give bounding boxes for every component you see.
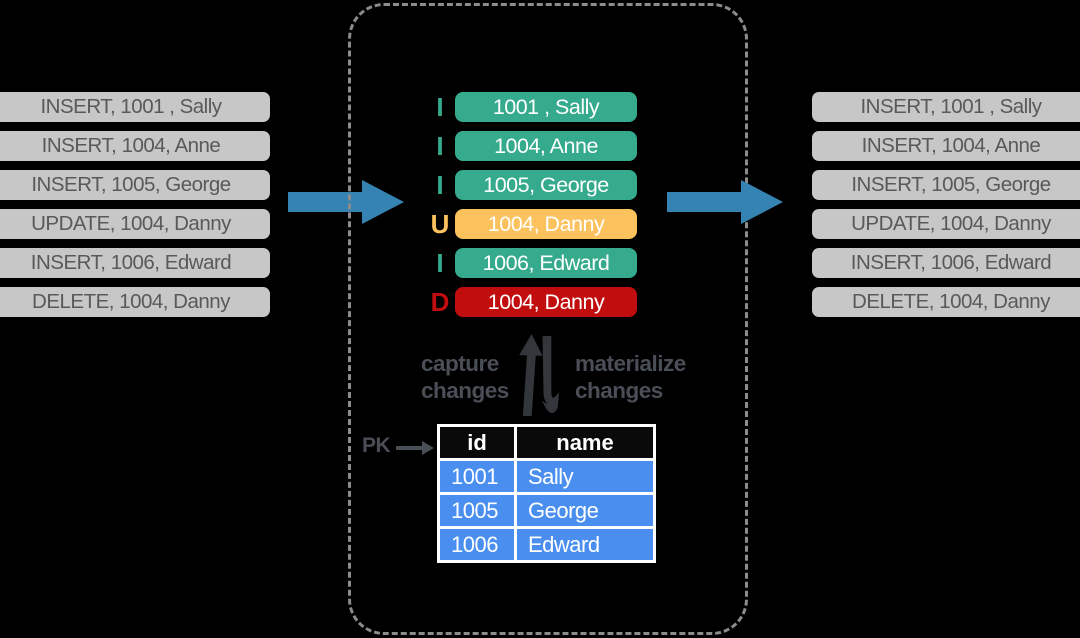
log-entry: INSERT, 1006, Edward [0,248,270,278]
sink-change-log: INSERT, 1001 , Sally INSERT, 1004, Anne … [812,92,1080,317]
change-event: D 1004, Danny [427,287,637,317]
log-entry: INSERT, 1005, George [0,170,270,200]
name-cell: Edward [517,529,653,560]
primary-key-label: PK [362,434,391,457]
log-entry: DELETE, 1004, Danny [0,287,270,317]
id-cell: 1005 [440,495,514,526]
update-op-letter: U [430,209,450,239]
change-stream-boundary [348,3,748,635]
log-entry: DELETE, 1004, Danny [812,287,1080,317]
log-entry: INSERT, 1001 , Sally [0,92,270,122]
change-event: I 1005, George [427,170,637,200]
insert-op-letter: I [436,248,444,278]
event-value: 1004, Danny [455,287,637,317]
id-column-header: id [440,427,514,458]
insert-op-letter: I [436,92,444,122]
table-row: 1005 George [440,495,653,526]
sync-arrows-icon [519,333,560,417]
pk-pointer-arrow-icon [396,441,434,455]
log-entry: INSERT, 1001 , Sally [812,92,1080,122]
name-column-header: name [517,427,653,458]
id-cell: 1001 [440,461,514,492]
event-value: 1001 , Sally [455,92,637,122]
event-value: 1004, Danny [455,209,637,239]
log-entry: INSERT, 1006, Edward [812,248,1080,278]
flow-arrow-right-icon [288,180,404,224]
event-value: 1005, George [455,170,637,200]
log-entry: INSERT, 1004, Anne [812,131,1080,161]
name-cell: Sally [517,461,653,492]
insert-op-letter: I [436,131,444,161]
change-event: I 1004, Anne [427,131,637,161]
materialized-table: id name 1001 Sally 1005 George 1006 Edwa… [437,424,656,563]
source-change-log: INSERT, 1001 , Sally INSERT, 1004, Anne … [0,92,270,317]
log-entry: UPDATE, 1004, Danny [0,209,270,239]
insert-op-letter: I [436,170,444,200]
materialize-changes-label: materialize changes [575,351,686,403]
change-event-list: I 1001 , Sally I 1004, Anne I 1005, Geor… [427,92,637,317]
delete-op-letter: D [430,287,450,317]
change-event: U 1004, Danny [427,209,637,239]
capture-changes-label: capture changes [421,351,509,403]
log-entry: INSERT, 1005, George [812,170,1080,200]
table-header-row: id name [440,427,653,458]
name-cell: George [517,495,653,526]
event-value: 1006, Edward [455,248,637,278]
log-entry: INSERT, 1004, Anne [0,131,270,161]
change-event: I 1001 , Sally [427,92,637,122]
flow-arrow-right-icon [667,180,783,224]
id-cell: 1006 [440,529,514,560]
change-event: I 1006, Edward [427,248,637,278]
table-row: 1006 Edward [440,529,653,560]
table-row: 1001 Sally [440,461,653,492]
log-entry: UPDATE, 1004, Danny [812,209,1080,239]
event-value: 1004, Anne [455,131,637,161]
